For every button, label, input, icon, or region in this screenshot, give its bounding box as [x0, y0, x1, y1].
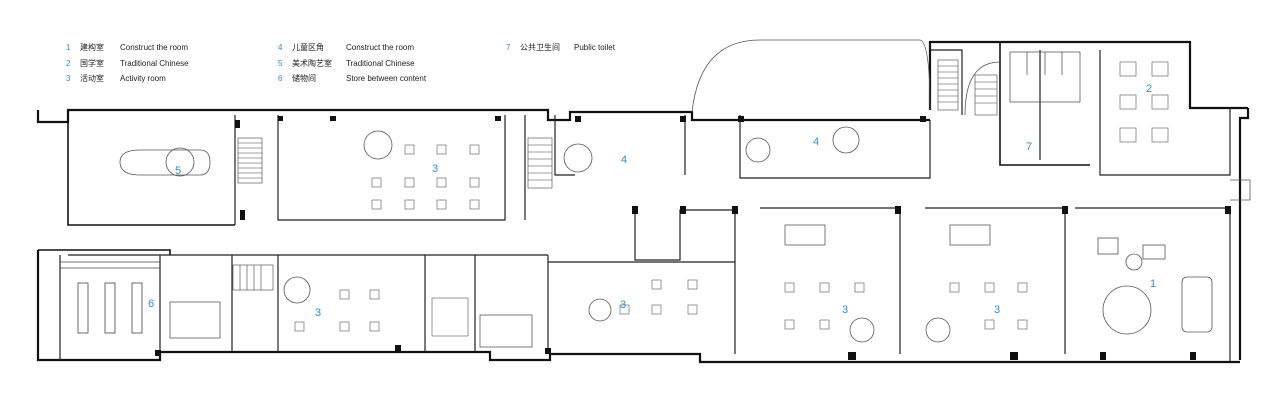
exterior-walls	[36, 40, 1250, 364]
room-label: 4	[621, 154, 627, 166]
room-label: 4	[813, 136, 819, 148]
furniture-tables	[294, 61, 1169, 337]
room-label: 3	[315, 307, 321, 319]
room-label: 3	[842, 304, 848, 316]
room-label: 3	[432, 163, 438, 175]
stairs	[232, 59, 998, 291]
interior-walls	[59, 49, 1231, 362]
curved-features	[119, 39, 1251, 343]
room-label: 6	[148, 298, 154, 310]
room-label: 3	[994, 304, 1000, 316]
toilet-fixtures	[169, 51, 1081, 348]
room-label: 1	[1150, 278, 1156, 290]
room-label: 5	[175, 165, 181, 177]
columns	[155, 116, 1231, 360]
room-label: 3	[620, 299, 626, 311]
room-label: 7	[1026, 141, 1032, 153]
room-labels: 5 3 4 4 7 2 6 3 3 3 3 1	[148, 83, 1156, 319]
storage-shelves	[60, 261, 160, 334]
room-label: 2	[1146, 83, 1152, 95]
